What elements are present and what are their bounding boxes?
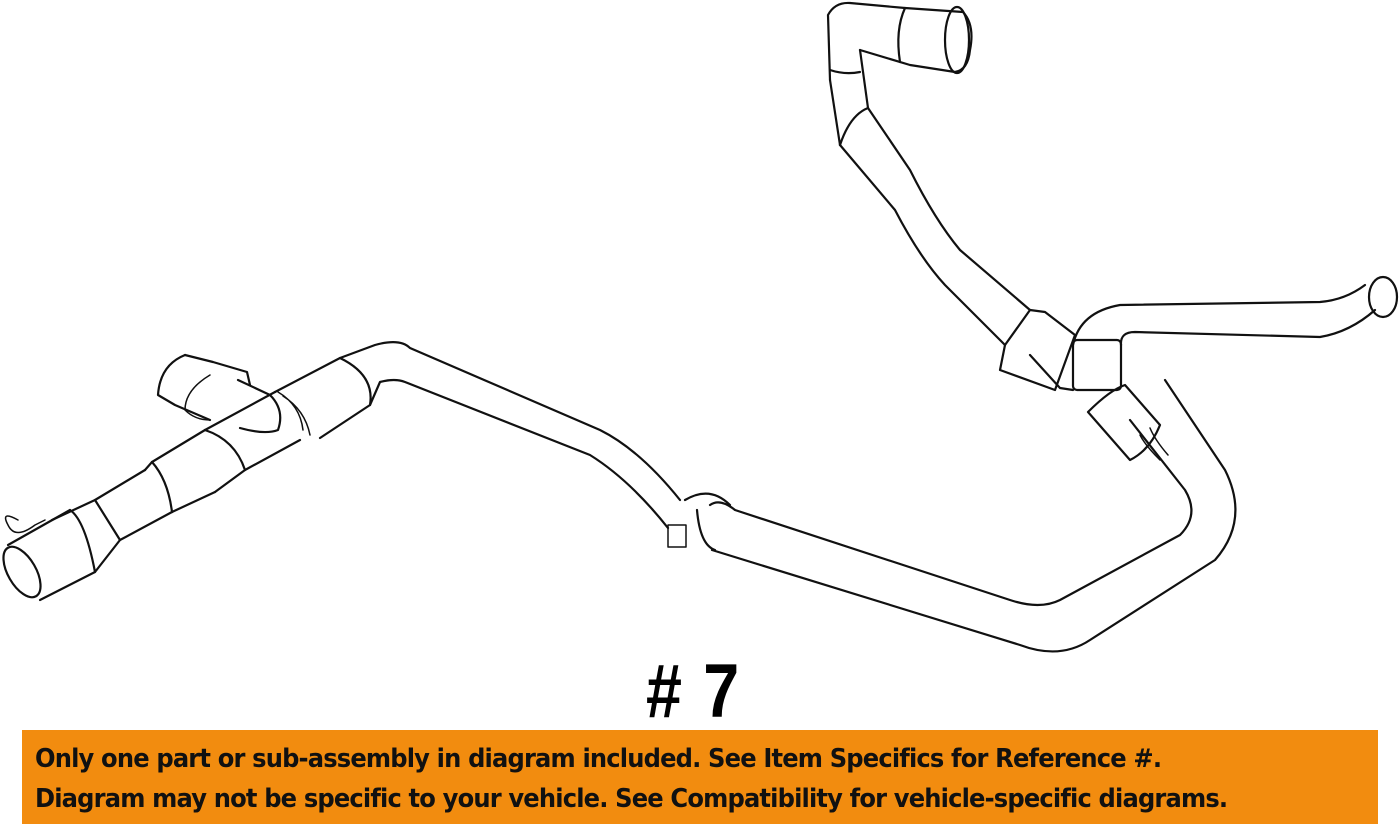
reference-number-label: # 7 <box>646 649 741 734</box>
disclaimer-line-1: Only one part or sub-assembly in diagram… <box>35 744 1162 774</box>
hose-assembly-drawing <box>2 1 1399 653</box>
parts-diagram <box>2 1 1399 653</box>
disclaimer-line-2: Diagram may not be specific to your vehi… <box>35 784 1228 814</box>
disclaimer-banner: Only one part or sub-assembly in diagram… <box>22 730 1378 824</box>
